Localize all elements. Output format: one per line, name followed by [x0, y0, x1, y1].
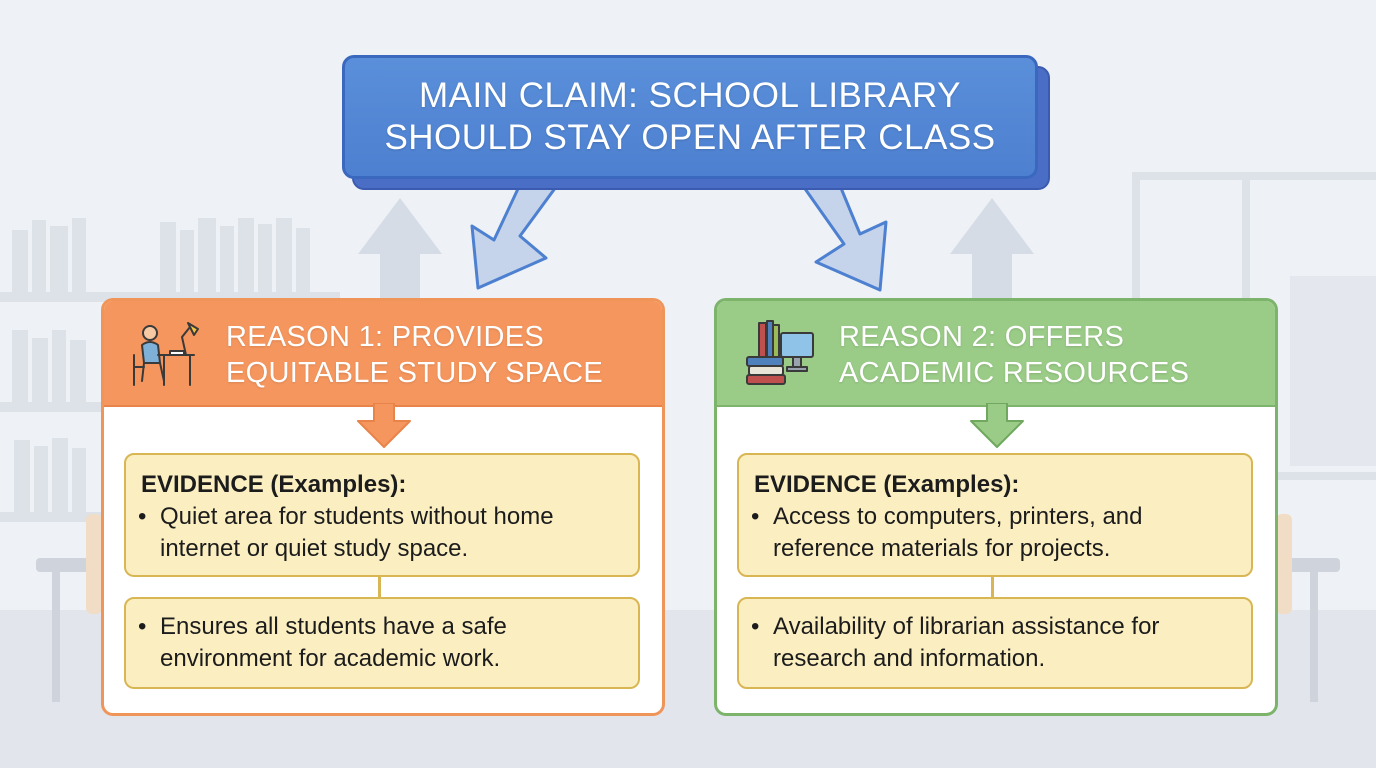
evidence-text: Ensures all students have a safe environ…	[160, 613, 507, 672]
books-and-computer-icon	[746, 320, 814, 385]
reason-1-card: REASON 1: PROVIDES EQUITABLE STUDY SPACE…	[101, 298, 665, 716]
reason-1-evidence-box-1: EVIDENCE (Examples): • Quiet area for st…	[124, 453, 640, 577]
evidence-text: Access to computers, printers, and refer…	[773, 503, 1143, 562]
reason-1-title: REASON 1: PROVIDES EQUITABLE STUDY SPACE	[226, 319, 603, 391]
reason-2-card: REASON 2: OFFERS ACADEMIC RESOURCES EVID…	[714, 298, 1278, 716]
reason-2-title-line-2: ACADEMIC RESOURCES	[839, 357, 1190, 389]
reason-2-title-line-1: REASON 2: OFFERS	[839, 321, 1125, 353]
evidence-item: • Quiet area for students without home i…	[138, 501, 620, 565]
reason-2-title: REASON 2: OFFERS ACADEMIC RESOURCES	[839, 319, 1189, 391]
evidence-heading: EVIDENCE (Examples):	[754, 471, 1020, 498]
reason-1-header: REASON 1: PROVIDES EQUITABLE STUDY SPACE	[104, 301, 662, 407]
reason-1-evidence-box-2: • Ensures all students have a safe envir…	[124, 597, 640, 689]
down-arrow-icon	[357, 403, 411, 448]
bullet-icon: •	[751, 503, 760, 530]
evidence-item: • Availability of librarian assistance f…	[751, 611, 1233, 675]
reason-1-title-line-1: REASON 1: PROVIDES	[226, 321, 545, 353]
reason-1-title-line-2: EQUITABLE STUDY SPACE	[226, 357, 603, 389]
main-claim-line-1: MAIN CLAIM: SCHOOL LIBRARY	[418, 76, 962, 115]
main-claim-box: MAIN CLAIM: SCHOOL LIBRARY SHOULD STAY O…	[342, 55, 1038, 179]
bullet-icon: •	[751, 613, 760, 640]
evidence-item: • Ensures all students have a safe envir…	[138, 611, 620, 675]
student-at-desk-icon	[133, 322, 199, 386]
reason-2-evidence-box-1: EVIDENCE (Examples): • Access to compute…	[737, 453, 1253, 577]
main-claim-line-2: SHOULD STAY OPEN AFTER CLASS	[384, 118, 996, 157]
evidence-item: • Access to computers, printers, and ref…	[751, 501, 1233, 565]
bullet-icon: •	[138, 503, 147, 530]
evidence-connector	[378, 576, 381, 598]
reason-2-header: REASON 2: OFFERS ACADEMIC RESOURCES	[717, 301, 1275, 407]
evidence-connector	[991, 576, 994, 598]
bullet-icon: •	[138, 613, 147, 640]
down-arrow-icon	[970, 403, 1024, 448]
evidence-text: Availability of librarian assistance for…	[773, 613, 1160, 672]
evidence-text: Quiet area for students without home int…	[160, 503, 554, 562]
evidence-heading: EVIDENCE (Examples):	[141, 471, 407, 498]
reason-2-evidence-box-2: • Availability of librarian assistance f…	[737, 597, 1253, 689]
